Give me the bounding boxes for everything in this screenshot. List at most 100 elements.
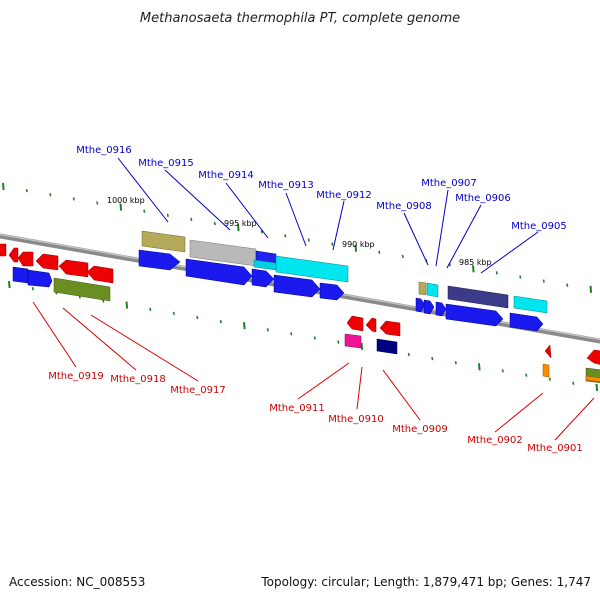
gene-label[interactable]: Mthe_0915 bbox=[138, 158, 194, 169]
gene-label[interactable]: Mthe_0914 bbox=[198, 170, 254, 181]
gene-feature[interactable] bbox=[58, 259, 89, 278]
gene-feature[interactable] bbox=[273, 274, 321, 298]
tick-mark bbox=[290, 332, 293, 336]
gene-feature[interactable] bbox=[509, 312, 544, 332]
gene-feature[interactable] bbox=[365, 317, 377, 333]
gene-feature[interactable] bbox=[17, 251, 34, 267]
gene-label[interactable]: Mthe_0913 bbox=[258, 180, 314, 191]
tick-mark bbox=[519, 275, 522, 279]
gene-label[interactable]: Mthe_0906 bbox=[455, 193, 511, 204]
gene-feature[interactable] bbox=[346, 315, 364, 332]
scale-label-995: 995 kbp bbox=[224, 219, 257, 228]
tick-mark bbox=[219, 319, 222, 324]
tick-mark bbox=[572, 381, 575, 385]
tick-mark bbox=[266, 328, 269, 332]
gene-feature[interactable] bbox=[585, 375, 600, 383]
tick-mark bbox=[337, 340, 340, 344]
tick-mark bbox=[495, 271, 498, 275]
tick-mark bbox=[125, 301, 129, 309]
leader-lines-below bbox=[32, 301, 595, 441]
tick-mark bbox=[25, 188, 28, 193]
gene-feature[interactable] bbox=[27, 269, 53, 288]
tick-mark bbox=[196, 315, 199, 320]
gene-label[interactable]: Mthe_0919 bbox=[48, 371, 104, 382]
tick-mark bbox=[119, 203, 123, 211]
tick-mark bbox=[472, 265, 475, 273]
tick-mark bbox=[354, 244, 358, 252]
gene-label[interactable]: Mthe_0911 bbox=[269, 403, 325, 414]
gene-feature[interactable] bbox=[251, 268, 275, 288]
tick-mark bbox=[431, 356, 434, 361]
accession-text: Accession: NC_008553 bbox=[9, 575, 145, 589]
gene-label[interactable]: Mthe_0918 bbox=[110, 374, 166, 385]
gene-feature[interactable] bbox=[8, 247, 19, 263]
gene-label[interactable]: Mthe_0902 bbox=[467, 435, 523, 446]
gene-feature[interactable] bbox=[513, 295, 548, 314]
gene-feature[interactable] bbox=[426, 282, 439, 298]
tick-mark bbox=[331, 242, 334, 246]
gene-label[interactable]: Mthe_0916 bbox=[76, 145, 132, 156]
tick-mark bbox=[313, 336, 316, 340]
gene-feature[interactable] bbox=[53, 277, 111, 302]
gene-label[interactable]: Mthe_0909 bbox=[392, 424, 448, 435]
gene-feature[interactable] bbox=[447, 285, 509, 309]
gene-label[interactable]: Mthe_0901 bbox=[527, 443, 583, 454]
gene-feature[interactable] bbox=[185, 258, 253, 286]
tick-mark bbox=[566, 283, 569, 287]
tick-mark bbox=[8, 281, 11, 289]
gene-label[interactable]: Mthe_0912 bbox=[316, 190, 372, 201]
gene-feature[interactable] bbox=[542, 363, 550, 378]
gene-feature[interactable] bbox=[138, 249, 181, 271]
tick-mark bbox=[589, 285, 593, 293]
tick-mark bbox=[284, 234, 287, 238]
gene-label[interactable]: Mthe_0907 bbox=[421, 178, 477, 189]
scale-label-1000: 1000 kbp bbox=[107, 196, 145, 205]
tick-mark bbox=[190, 217, 193, 222]
tick-mark bbox=[548, 377, 551, 381]
gene-feature[interactable] bbox=[415, 297, 426, 313]
gene-feature[interactable] bbox=[0, 243, 7, 257]
gene-feature[interactable] bbox=[418, 281, 427, 296]
tick-marks bbox=[2, 182, 599, 391]
gene-label[interactable]: Mthe_0908 bbox=[376, 201, 432, 212]
gene-feature[interactable] bbox=[35, 253, 59, 271]
gene-features bbox=[0, 230, 600, 384]
gene-label[interactable]: Mthe_0917 bbox=[170, 385, 226, 396]
tick-mark bbox=[166, 213, 169, 217]
tick-mark bbox=[96, 201, 99, 205]
map-title: Methanosaeta thermophila PT, complete ge… bbox=[140, 11, 460, 26]
gene-label[interactable]: Mthe_0905 bbox=[511, 221, 567, 232]
scale-label-985: 985 kbp bbox=[459, 258, 492, 267]
tick-mark bbox=[243, 322, 246, 330]
tick-mark bbox=[2, 182, 5, 191]
gene-label[interactable]: Mthe_0910 bbox=[328, 414, 384, 425]
tick-mark bbox=[237, 224, 240, 232]
tick-mark bbox=[525, 373, 528, 377]
tick-mark bbox=[407, 352, 410, 357]
tick-mark bbox=[307, 238, 310, 242]
tick-mark bbox=[454, 361, 457, 365]
tick-mark bbox=[172, 311, 175, 316]
gene-feature[interactable] bbox=[376, 338, 398, 355]
gene-feature[interactable] bbox=[344, 333, 362, 349]
topology-info-text: Topology: circular; Length: 1,879,471 bp… bbox=[260, 575, 591, 589]
gene-feature[interactable] bbox=[423, 299, 435, 315]
gene-feature[interactable] bbox=[586, 349, 600, 365]
tick-mark bbox=[149, 307, 152, 311]
tick-mark bbox=[501, 369, 504, 373]
tick-mark bbox=[31, 287, 34, 291]
gene-feature[interactable] bbox=[319, 282, 345, 301]
gene-feature[interactable] bbox=[141, 230, 186, 253]
gene-feature[interactable] bbox=[544, 344, 552, 359]
gene-feature[interactable] bbox=[445, 303, 504, 327]
tick-mark bbox=[401, 254, 404, 259]
tick-mark bbox=[143, 209, 146, 213]
tick-mark bbox=[213, 221, 216, 226]
gene-feature[interactable] bbox=[379, 320, 401, 337]
tick-mark bbox=[360, 342, 364, 350]
gene-feature[interactable] bbox=[86, 265, 114, 284]
gene-feature[interactable] bbox=[435, 301, 447, 317]
gene-feature[interactable] bbox=[253, 259, 277, 271]
gene-feature[interactable] bbox=[12, 266, 29, 284]
